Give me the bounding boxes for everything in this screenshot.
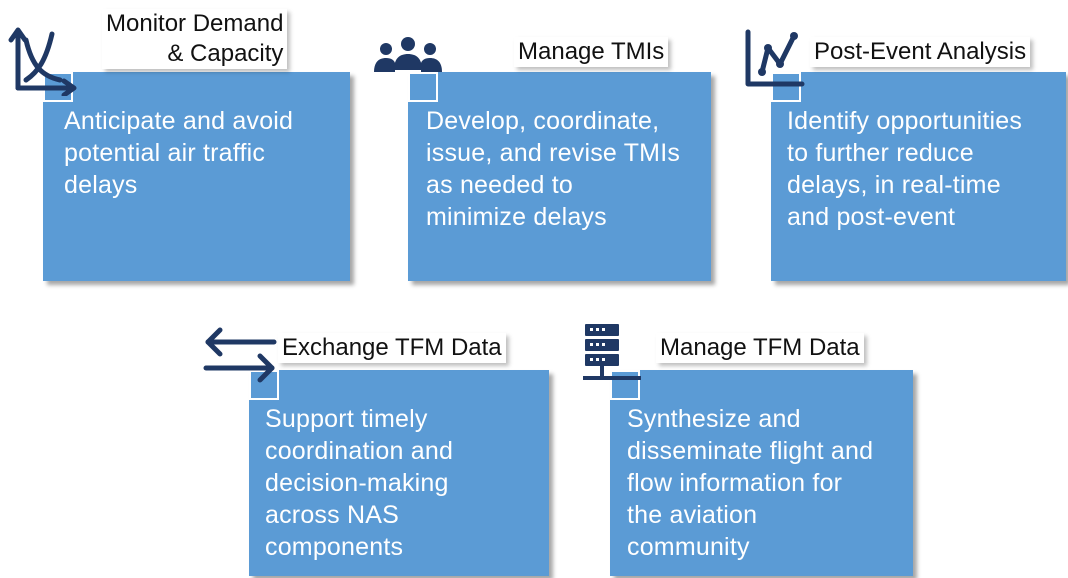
card-manage-tfm-data xyxy=(610,370,913,576)
card-manage-tmis-title: Manage TMIs xyxy=(514,37,669,67)
card-post-event-tab xyxy=(771,72,801,102)
card-manage-data-body: Synthesize and disseminate flight and fl… xyxy=(627,405,874,561)
card-manage-tmis-body: Develop, coordinate, issue, and revise T… xyxy=(426,107,681,231)
card-exchange-body: Support timely coordination and decision… xyxy=(265,405,454,561)
card-monitor-title: Monitor Demand & Capacity xyxy=(102,9,288,69)
card-post-event-analysis xyxy=(771,72,1066,281)
card-manage-tmis-tab xyxy=(408,72,438,102)
chart-decline-icon xyxy=(8,27,77,96)
card-monitor-demand-capacity xyxy=(43,72,350,281)
card-manage-data-tab xyxy=(610,370,640,400)
server-icon xyxy=(583,324,641,380)
card-exchange-tfm-data xyxy=(249,370,549,576)
people-group-icon xyxy=(374,37,442,72)
card-exchange-title: Exchange TFM Data xyxy=(278,333,506,363)
card-post-event-body: Identify opportunities to further reduce… xyxy=(787,107,1023,231)
card-manage-data-title: Manage TFM Data xyxy=(656,333,864,363)
exchange-arrows-icon xyxy=(203,327,277,383)
card-monitor-body: Anticipate and avoid potential air traff… xyxy=(64,107,294,199)
card-post-event-title: Post-Event Analysis xyxy=(810,37,1031,67)
line-chart-icon xyxy=(745,29,805,87)
card-manage-tmis xyxy=(408,72,711,281)
